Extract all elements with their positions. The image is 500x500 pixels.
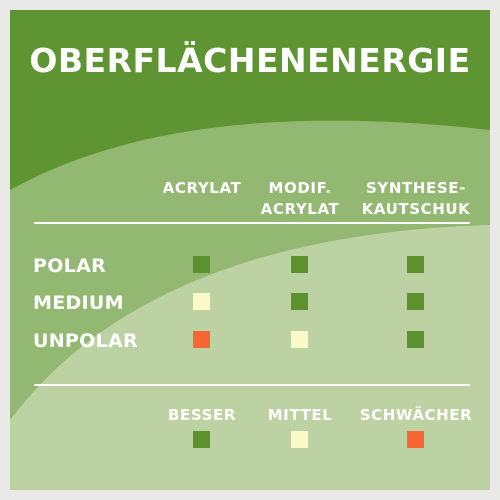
column-header-line2: KAUTSCHUK <box>361 200 471 218</box>
rating-square-polar-acrylat <box>193 256 210 273</box>
legend-label-besser: BESSER <box>167 406 236 424</box>
column-header-line1: MODIF. <box>268 179 332 197</box>
background-light-wave <box>10 225 490 490</box>
rating-square-polar-modif-acrylat <box>291 256 308 273</box>
row-label-polar: POLAR <box>33 255 107 277</box>
legend-swatch-besser <box>193 431 210 448</box>
row-label-medium: MEDIUM <box>33 292 124 314</box>
background-waves <box>10 10 490 490</box>
column-header-modif-acrylat: MODIF. ACRYLAT <box>250 178 350 220</box>
column-header-line2: ACRYLAT <box>162 179 242 197</box>
rating-square-medium-modif-acrylat <box>291 293 308 310</box>
rating-square-unpolar-modif-acrylat <box>291 331 308 348</box>
legend-label-schwaecher: SCHWÄCHER <box>359 406 473 424</box>
rating-square-unpolar-synthese-kautschuk <box>407 331 424 348</box>
legend-swatch-schwaecher <box>407 431 424 448</box>
column-header-line1: SYNTHESE- <box>366 179 466 197</box>
legend-label-mittel: MITTEL <box>267 406 333 424</box>
surface-energy-card: OBERFLÄCHENENERGIE ACRYLAT MODIF. ACRYLA… <box>10 10 490 490</box>
legend-swatch-mittel <box>291 431 308 448</box>
column-header-acrylat: ACRYLAT <box>152 178 252 199</box>
column-header-synthese-kautschuk: SYNTHESE- KAUTSCHUK <box>358 178 474 220</box>
rating-square-unpolar-acrylat <box>193 331 210 348</box>
legend-divider <box>34 384 470 386</box>
rating-square-medium-acrylat <box>193 293 210 310</box>
rating-square-polar-synthese-kautschuk <box>407 256 424 273</box>
page-title: OBERFLÄCHENENERGIE <box>29 41 471 80</box>
rating-square-medium-synthese-kautschuk <box>407 293 424 310</box>
row-label-unpolar: UNPOLAR <box>33 330 138 352</box>
header-divider <box>34 222 470 224</box>
column-header-line2: ACRYLAT <box>260 200 340 218</box>
